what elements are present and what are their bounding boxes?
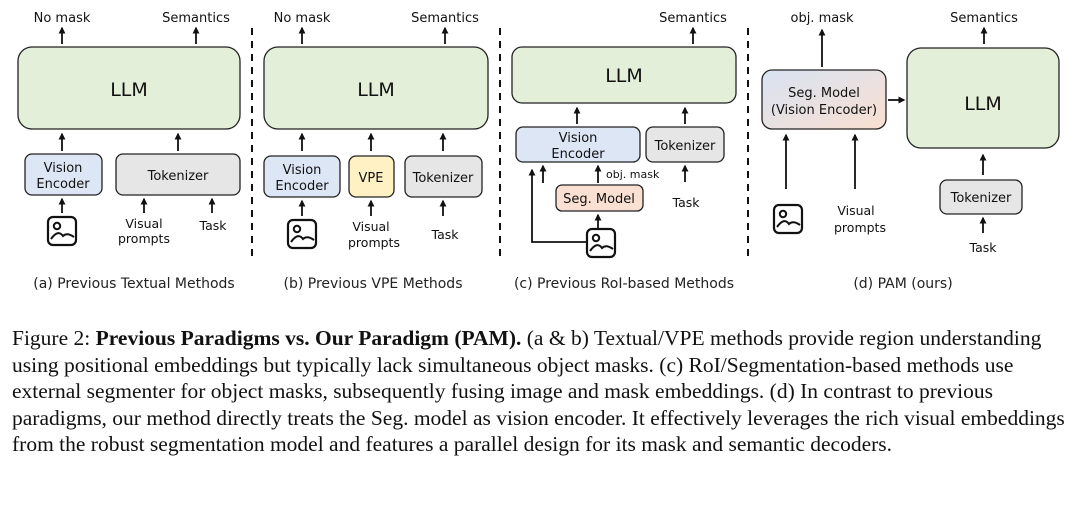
tokenizer-label: Tokenizer — [654, 139, 716, 154]
task-label: Task — [199, 218, 228, 233]
visual-prompts-line2: prompts — [118, 231, 170, 246]
output-semantics-label: Semantics — [411, 11, 479, 26]
figure-caption: Figure 2: Previous Paradigms vs. Our Par… — [12, 325, 1072, 458]
vision-encoder-box — [24, 153, 103, 196]
panel-c-caption: (c) Previous RoI-based Methods — [514, 276, 734, 292]
task-label: Task — [969, 240, 998, 255]
panel-b: No mask Semantics LLM Vision Encoder VPE… — [263, 11, 489, 292]
vision-encoder-line2: Encoder — [275, 179, 329, 194]
output-semantics-label: Semantics — [950, 11, 1018, 26]
figure-label: Figure 2: — [12, 326, 96, 350]
output-no-mask-label: No mask — [34, 11, 91, 26]
task-label: Task — [672, 195, 701, 210]
vision-encoder-line2: Encoder — [551, 147, 605, 162]
llm-box — [263, 46, 489, 130]
vision-encoder-box — [515, 126, 641, 163]
vision-encoder-line1: Vision — [44, 161, 83, 176]
seg-model-label: Seg. Model — [563, 192, 635, 207]
visual-prompts-line1: Visual — [352, 219, 389, 234]
llm-label: LLM — [357, 79, 395, 101]
llm-label: LLM — [110, 79, 148, 101]
image-icon — [772, 203, 804, 235]
tokenizer-label: Tokenizer — [950, 191, 1012, 206]
seg-model-line1: Seg. Model — [788, 86, 860, 101]
llm-label: LLM — [605, 65, 643, 87]
paradigm-diagram: No mask Semantics LLM Vision Encoder Tok… — [17, 11, 1060, 292]
visual-prompts-line1: Visual — [125, 216, 162, 231]
llm-label: LLM — [964, 93, 1002, 115]
panel-b-caption: (b) Previous VPE Methods — [284, 276, 463, 292]
visual-prompts-line1: Visual — [837, 203, 874, 218]
figure-title: Previous Paradigms vs. Our Paradigm (PAM… — [95, 326, 522, 350]
tokenizer-box — [115, 153, 241, 196]
output-obj-mask-label: obj. mask — [790, 11, 853, 26]
arrow-image-encoder — [528, 168, 588, 243]
panel-d: obj. mask Semantics Seg. Model (Vision E… — [761, 11, 1060, 292]
seg-model-encoder-box — [761, 69, 887, 130]
image-icon — [286, 218, 318, 250]
vpe-box — [348, 155, 395, 198]
tokenizer-label: Tokenizer — [147, 169, 209, 184]
visual-prompts-line2: prompts — [348, 235, 400, 250]
vision-encoder-line2: Encoder — [36, 177, 90, 192]
panel-a: No mask Semantics LLM Vision Encoder Tok… — [17, 11, 241, 292]
image-icon — [585, 227, 617, 259]
output-semantics-label: Semantics — [659, 11, 727, 26]
vision-encoder-box — [263, 155, 341, 198]
llm-box — [511, 46, 737, 104]
seg-model-box — [555, 184, 644, 212]
image-icon — [46, 215, 78, 247]
tokenizer-box — [404, 155, 483, 198]
visual-prompts-line2: prompts — [834, 220, 886, 235]
output-no-mask-label: No mask — [274, 11, 331, 26]
llm-box — [906, 47, 1060, 149]
obj-mask-label: obj. mask — [606, 168, 660, 181]
figure-description: (a & b) Textual/VPE methods provide regi… — [12, 326, 1065, 456]
tokenizer-box — [645, 126, 725, 163]
llm-box — [17, 46, 241, 130]
seg-model-line2: (Vision Encoder) — [771, 103, 877, 118]
tokenizer-label: Tokenizer — [412, 171, 474, 186]
vision-encoder-line1: Vision — [559, 131, 598, 146]
vpe-label: VPE — [359, 171, 384, 186]
task-label: Task — [431, 227, 460, 242]
output-semantics-label: Semantics — [162, 11, 230, 26]
tokenizer-box — [939, 179, 1023, 215]
panel-c: Semantics LLM Vision Encoder Tokenizer o… — [511, 11, 737, 292]
panel-a-caption: (a) Previous Textual Methods — [33, 276, 234, 292]
panel-d-caption: (d) PAM (ours) — [853, 276, 952, 292]
vision-encoder-line1: Vision — [283, 163, 322, 178]
